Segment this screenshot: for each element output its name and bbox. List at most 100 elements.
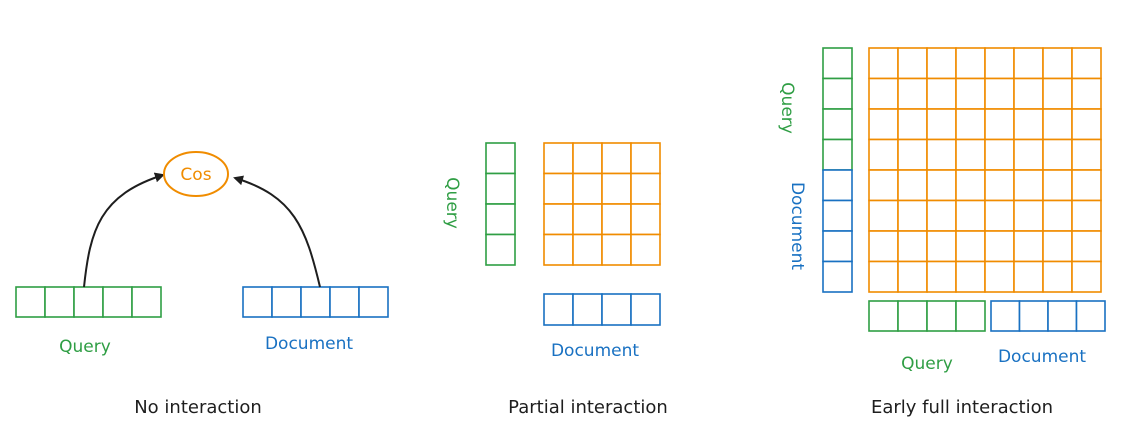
matrix-cell xyxy=(601,233,632,266)
matrix-cell xyxy=(955,230,986,263)
cos-label: Cos xyxy=(180,165,211,185)
query-label-bottom: Query xyxy=(901,354,953,374)
query-token xyxy=(102,286,133,318)
matrix-cell xyxy=(868,260,899,293)
bottom-query-token-row xyxy=(868,300,986,332)
query-token xyxy=(822,77,853,110)
matrix-cell xyxy=(984,260,1015,293)
matrix-cell xyxy=(1013,260,1044,293)
left-document-token-column xyxy=(822,169,853,293)
query-token xyxy=(44,286,75,318)
matrix-cell xyxy=(572,203,603,236)
document-token xyxy=(543,293,574,326)
matrix-cell xyxy=(572,233,603,266)
matrix-cell xyxy=(1042,77,1073,110)
query-token xyxy=(926,300,957,332)
document-label: Document xyxy=(265,334,353,354)
document-token xyxy=(990,300,1021,332)
query-token xyxy=(868,300,899,332)
panel-no-interaction: Cos Query Document No interaction xyxy=(15,151,389,418)
matrix-cell xyxy=(897,108,928,141)
matrix-cell xyxy=(897,169,928,202)
matrix-cell xyxy=(572,142,603,175)
matrix-cell xyxy=(926,230,957,263)
matrix-cell xyxy=(984,77,1015,110)
caption-partial-interaction: Partial interaction xyxy=(508,397,668,418)
query-token xyxy=(822,138,853,171)
matrix-cell xyxy=(868,47,899,80)
document-token xyxy=(1047,300,1078,332)
matrix-cell xyxy=(1013,138,1044,171)
matrix-cell xyxy=(955,47,986,80)
query-label-left: Query xyxy=(777,82,797,134)
matrix-cell xyxy=(572,172,603,205)
matrix-cell xyxy=(897,199,928,232)
matrix-cell xyxy=(955,199,986,232)
matrix-cell xyxy=(926,169,957,202)
matrix-cell xyxy=(601,172,632,205)
matrix-cell xyxy=(1042,169,1073,202)
matrix-cell xyxy=(984,108,1015,141)
document-token xyxy=(822,169,853,202)
matrix-cell xyxy=(601,203,632,236)
query-token xyxy=(897,300,928,332)
caption-early-full-interaction: Early full interaction xyxy=(871,397,1053,418)
matrix-cell xyxy=(1042,230,1073,263)
query-token xyxy=(485,233,516,266)
matrix-cell xyxy=(543,233,574,266)
document-token xyxy=(822,199,853,232)
matrix-cell xyxy=(984,47,1015,80)
document-token xyxy=(271,286,302,318)
document-token xyxy=(822,260,853,293)
panel-partial-interaction: Query Document Partial interaction xyxy=(442,142,668,418)
matrix-cell xyxy=(630,142,661,175)
matrix-cell xyxy=(1013,169,1044,202)
matrix-cell xyxy=(897,230,928,263)
matrix-cell xyxy=(868,77,899,110)
query-token xyxy=(485,142,516,175)
query-token xyxy=(822,108,853,141)
matrix-cell xyxy=(1071,108,1102,141)
matrix-cell xyxy=(897,47,928,80)
matrix-cell xyxy=(897,77,928,110)
matrix-cell xyxy=(926,108,957,141)
matrix-cell xyxy=(1071,199,1102,232)
matrix-cell xyxy=(868,138,899,171)
left-query-token-column xyxy=(822,47,853,171)
matrix-cell xyxy=(601,142,632,175)
query-token-column xyxy=(485,142,516,266)
query-token xyxy=(485,172,516,205)
document-token xyxy=(601,293,632,326)
matrix-cell xyxy=(868,199,899,232)
document-token-row xyxy=(242,286,389,318)
caption-no-interaction: No interaction xyxy=(134,397,262,418)
document-label-bottom: Document xyxy=(998,347,1086,367)
matrix-cell xyxy=(955,260,986,293)
matrix-cell xyxy=(984,138,1015,171)
document-arrow xyxy=(233,175,321,288)
matrix-cell xyxy=(1071,47,1102,80)
matrix-cell xyxy=(1071,77,1102,110)
matrix-cell xyxy=(897,138,928,171)
matrix-cell xyxy=(1013,77,1044,110)
matrix-cell xyxy=(1042,260,1073,293)
matrix-cell xyxy=(1042,199,1073,232)
query-token xyxy=(131,286,162,318)
matrix-cell xyxy=(1071,138,1102,171)
matrix-cell xyxy=(1042,47,1073,80)
matrix-cell xyxy=(955,138,986,171)
matrix-cell xyxy=(1013,108,1044,141)
matrix-cell xyxy=(955,108,986,141)
matrix-cell xyxy=(984,199,1015,232)
matrix-cell xyxy=(926,77,957,110)
matrix-cell xyxy=(630,233,661,266)
document-label-left: Document xyxy=(787,182,807,270)
query-token xyxy=(15,286,46,318)
matrix-cell xyxy=(1071,230,1102,263)
matrix-cell xyxy=(984,169,1015,202)
document-token xyxy=(572,293,603,326)
query-label: Query xyxy=(59,337,111,357)
document-token xyxy=(630,293,661,326)
document-token xyxy=(329,286,360,318)
